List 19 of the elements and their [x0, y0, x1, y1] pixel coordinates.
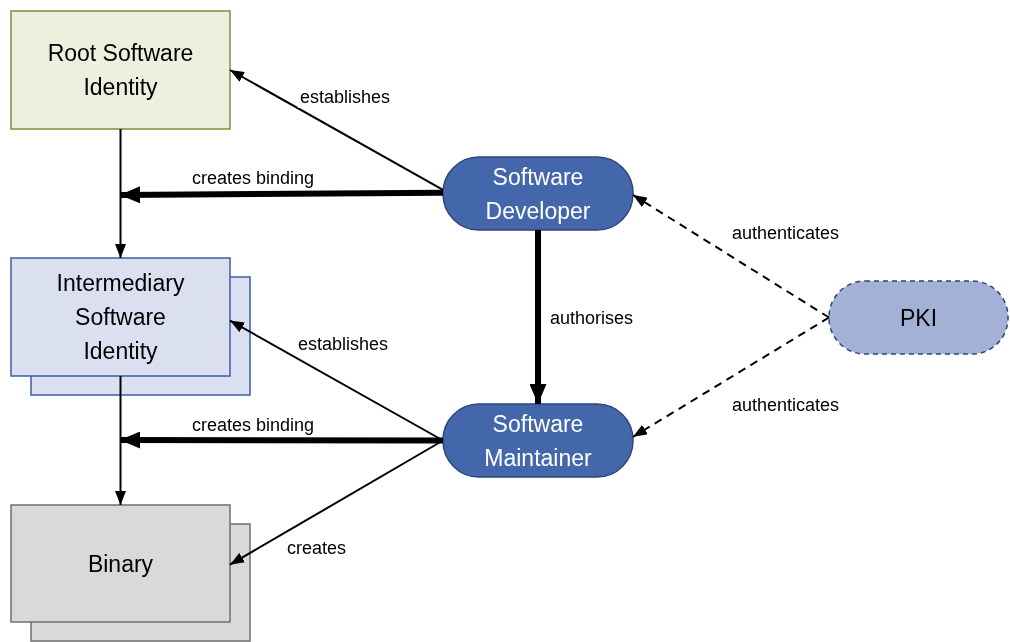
node-label: Intermediary Software Identity [55, 269, 186, 366]
arrow [229, 69, 444, 191]
arrow [229, 439, 444, 566]
stacked-document-box [10, 504, 251, 642]
arrow [115, 375, 126, 506]
node-label: Software Developer [484, 162, 592, 226]
node-label: Binary [86, 549, 155, 579]
stacked-identity-box [10, 257, 251, 396]
identity-box [10, 10, 231, 130]
node-label: PKI [898, 303, 939, 333]
node-label: Root Software Identity [46, 39, 195, 102]
thick-arrow [120, 431, 443, 449]
thick-arrow [529, 230, 547, 404]
node-label: Software Maintainer [483, 409, 593, 473]
authority-pill [828, 280, 1009, 355]
thick-arrow [120, 186, 443, 204]
dashed-arrow [632, 316, 830, 438]
arrow [115, 128, 126, 259]
dashed-arrow [632, 193, 830, 319]
